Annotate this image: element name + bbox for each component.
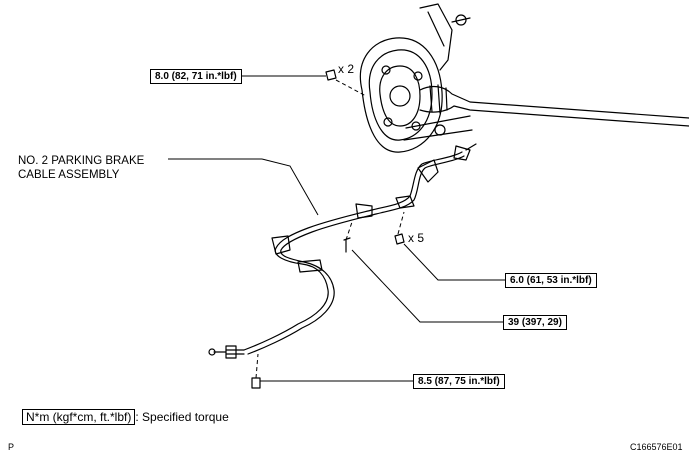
torque-spec-top-nut: 8.0 (82, 71 in.*lbf) xyxy=(150,69,242,84)
torque-spec-right-nut: 6.0 (61, 53 in.*lbf) xyxy=(505,273,597,288)
legend: N*m (kgf*cm, ft.*lbf): Specified torque xyxy=(22,409,229,425)
callout-parking-brake-cable: NO. 2 PARKING BRAKE CABLE ASSEMBLY xyxy=(18,154,144,182)
leader-right-nut xyxy=(403,243,505,281)
dash-right-nut xyxy=(397,211,405,235)
torque-spec-bottom-bolt: 8.5 (87, 75 in.*lbf) xyxy=(413,374,505,389)
leader-callout-tail xyxy=(261,158,319,216)
legend-description: : Specified torque xyxy=(135,410,229,424)
parking-brake-cable-drawing xyxy=(208,143,477,359)
dash-mid-bolt xyxy=(345,221,353,241)
dash-bottom-bolt xyxy=(255,353,259,379)
dash-top-nut xyxy=(335,79,367,97)
torque-spec-mid-bolt: 39 (397, 29) xyxy=(503,315,567,330)
quantity-right-nut: x 5 xyxy=(408,231,425,245)
fastener-drawings xyxy=(251,69,405,389)
footer-left-code: P xyxy=(8,442,15,452)
callout-line-1: NO. 2 PARKING BRAKE xyxy=(18,155,145,167)
brake-backing-plate-drawing xyxy=(359,3,689,153)
legend-unit-box: N*m (kgf*cm, ft.*lbf) xyxy=(22,409,136,425)
quantity-top-nut: x 2 xyxy=(338,62,355,76)
leader-mid-bolt xyxy=(351,249,503,323)
callout-line-2: CABLE ASSEMBLY xyxy=(18,169,120,181)
image-code: C166576E01 xyxy=(630,442,683,452)
